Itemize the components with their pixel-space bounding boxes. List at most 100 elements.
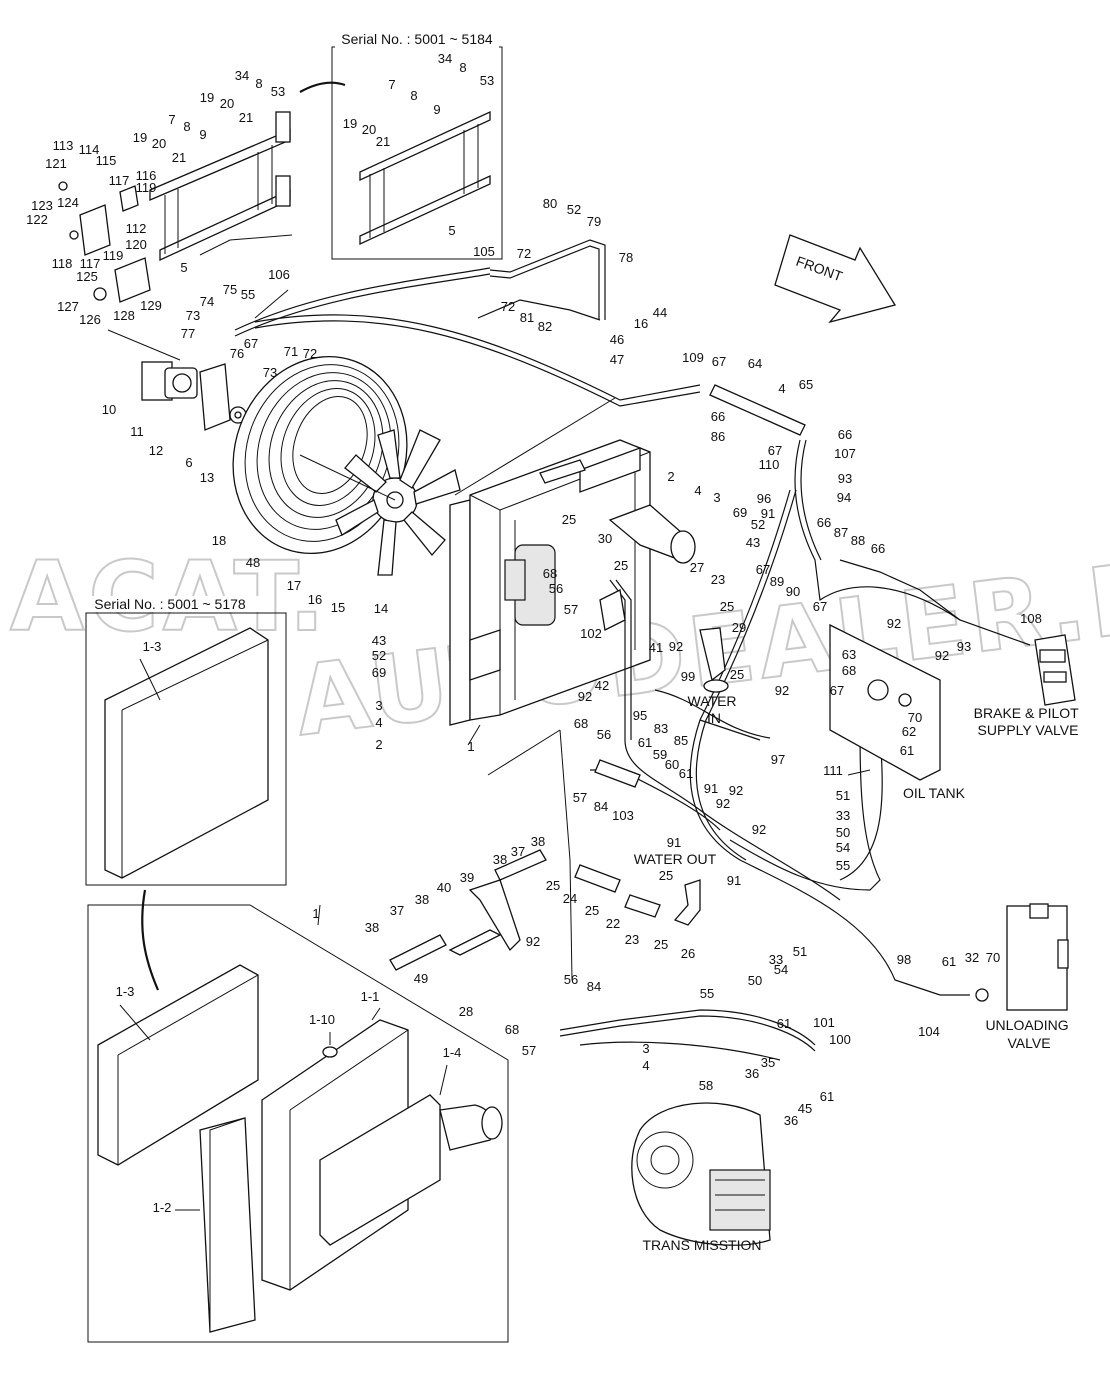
part-number-label: 29	[732, 620, 746, 635]
part-number-label: 9	[199, 127, 206, 142]
part-number-label: 48	[246, 555, 260, 570]
part-number-label: 54	[774, 962, 788, 977]
part-number-label: 83	[654, 721, 668, 736]
part-number-label: 62	[902, 724, 916, 739]
part-number-label: 1	[467, 739, 474, 754]
part-number-label: 1-4	[443, 1045, 462, 1060]
part-number-label: 73	[263, 365, 277, 380]
part-number-label: 5	[448, 223, 455, 238]
part-number-label: 93	[838, 471, 852, 486]
inset-top-label: Serial No. : 5001 ~ 5184	[341, 31, 493, 47]
part-number-label: 69	[733, 505, 747, 520]
part-number-label: 35	[761, 1055, 775, 1070]
part-number-label: 19	[343, 116, 357, 131]
part-number-label: 52	[751, 517, 765, 532]
part-number-label: 27	[690, 560, 704, 575]
part-number-label: 68	[543, 566, 557, 581]
part-number-label: 72	[501, 299, 515, 314]
part-number-label: 61	[777, 1016, 791, 1031]
part-number-label: 21	[239, 110, 253, 125]
part-number-label: 92	[887, 616, 901, 631]
part-number-label: 100	[829, 1032, 851, 1047]
part-number-label: 22	[606, 916, 620, 931]
part-number-label: 24	[563, 891, 577, 906]
part-number-label: 43	[372, 633, 386, 648]
front-arrow: FRONT	[774, 234, 897, 324]
part-number-label: 92	[669, 639, 683, 654]
part-number-label: 55	[241, 287, 255, 302]
part-number-label: 67	[756, 562, 770, 577]
part-number-label: 119	[103, 248, 124, 263]
part-number-label: 50	[748, 973, 762, 988]
part-number-label: 28	[459, 1004, 473, 1019]
part-number-label: 61	[638, 735, 652, 750]
part-number-label: 118	[52, 256, 73, 271]
part-number-label: 17	[287, 578, 301, 593]
mount-bracket	[149, 111, 291, 262]
leader-lines	[107, 234, 871, 1211]
part-number-label: 115	[96, 153, 117, 168]
part-number-label: 56	[564, 972, 578, 987]
part-number-label: 117	[80, 256, 101, 271]
inset-left-frame	[85, 612, 287, 886]
part-number-label: 66	[838, 427, 852, 442]
unloading-valve-box	[975, 903, 1069, 1011]
part-number-label: 81	[520, 310, 534, 325]
part-number-label: 63	[842, 647, 856, 662]
part-number-label: 20	[152, 136, 166, 151]
part-number-label: 5	[180, 260, 187, 275]
radiator-exploded-box	[87, 904, 509, 1343]
part-number-label: 123	[31, 198, 53, 213]
part-number-label: 67	[768, 443, 782, 458]
inset-left-label-bg	[89, 596, 259, 612]
part-number-label: 52	[372, 648, 386, 663]
part-number-label: 6	[185, 455, 192, 470]
part-number-label: 3	[713, 490, 720, 505]
fan-blades	[335, 429, 461, 576]
part-number-label: 25	[654, 937, 668, 952]
part-number-label: 1-1	[361, 989, 380, 1004]
inset-top-bracket	[359, 110, 491, 246]
part-number-label: 61	[820, 1089, 834, 1104]
part-number-label: 109	[682, 350, 704, 365]
part-number-label: 8	[183, 119, 190, 134]
part-number-label: 25	[585, 903, 599, 918]
part-number-label: 53	[480, 73, 494, 88]
part-number-label: 93	[957, 639, 971, 654]
part-number-label: 71	[284, 344, 298, 359]
part-number-label: 97	[771, 752, 785, 767]
part-number-label: 15	[331, 600, 345, 615]
part-number-label: 73	[186, 308, 200, 323]
part-number-label: 38	[415, 892, 429, 907]
part-number-label: 25	[546, 878, 560, 893]
pump-assembly	[141, 361, 247, 431]
small-bracket-parts	[58, 181, 151, 303]
part-number-label: 38	[531, 834, 545, 849]
part-number-label: 57	[573, 790, 587, 805]
part-number-label: 76	[230, 346, 244, 361]
part-number-label: 129	[140, 298, 162, 313]
part-number-label: 19	[133, 130, 147, 145]
part-number-label: 92	[578, 689, 592, 704]
part-number-label: 66	[711, 409, 725, 424]
part-number-label: 68	[505, 1022, 519, 1037]
part-number-label: 121	[45, 156, 67, 171]
part-number-label: 68	[574, 716, 588, 731]
part-number-label: 61	[900, 743, 914, 758]
part-number-label: 67	[712, 354, 726, 369]
part-number-label: 53	[271, 84, 285, 99]
part-number-label: 74	[200, 294, 214, 309]
part-number-label: 55	[700, 986, 714, 1001]
part-number-label: 32	[965, 950, 979, 965]
oil-tank-label: OIL TANK	[903, 785, 966, 801]
part-number-label: 1-3	[143, 639, 162, 654]
part-number-label: 66	[871, 541, 885, 556]
part-number-label: 60	[665, 757, 679, 772]
part-number-label: 57	[564, 602, 578, 617]
part-number-label: 38	[365, 920, 379, 935]
part-number-label: 1-10	[309, 1012, 335, 1027]
part-number-label: 21	[376, 134, 390, 149]
brake-pilot-label: BRAKE & PILOT SUPPLY VALVE	[974, 705, 1083, 738]
part-number-label: 4	[694, 483, 701, 498]
